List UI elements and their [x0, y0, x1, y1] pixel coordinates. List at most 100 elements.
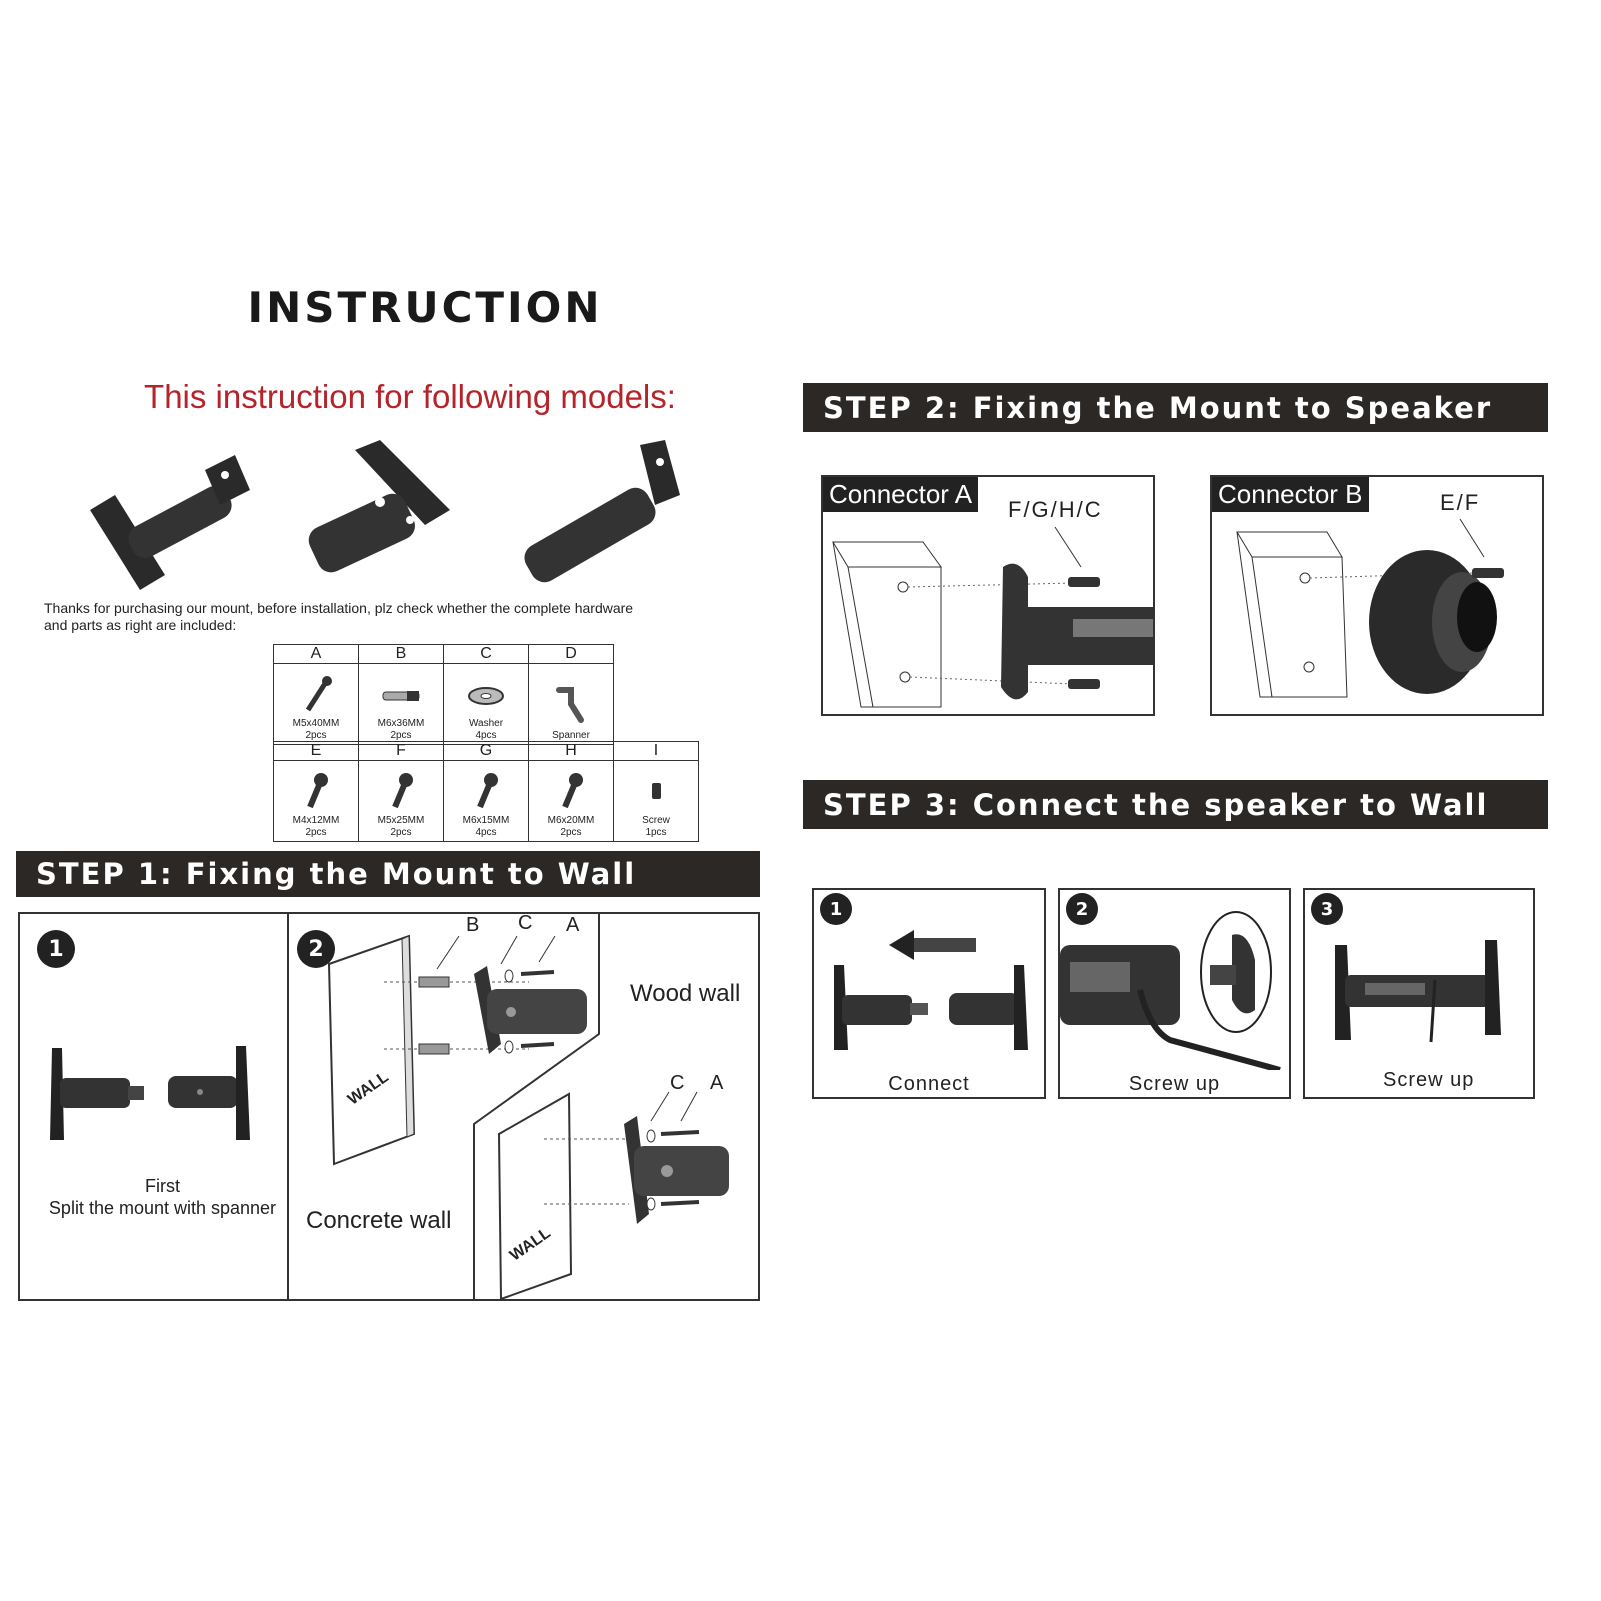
washer-icon: [504, 969, 514, 983]
hardware-qty: 1pcs: [645, 827, 667, 838]
screw-icon: [1472, 568, 1504, 578]
hardware-letter: A: [273, 644, 359, 664]
screw-icon: [652, 783, 661, 799]
hardware-cell: Spanner: [528, 663, 614, 745]
hardware-name: M6x15MM: [462, 815, 510, 826]
hardware-letter: C: [443, 644, 529, 664]
step3-caption: Connect: [888, 1073, 970, 1095]
screw-icon: [660, 1130, 700, 1136]
hardware-name: M6x36MM: [377, 718, 425, 729]
screw-icon: [392, 773, 413, 809]
anchor-icon: [418, 1043, 450, 1055]
step2-title: STEP 2: Fixing the Mount to Speaker: [823, 390, 1493, 425]
page-title: INSTRUCTION: [247, 283, 603, 332]
concrete-wall-label: Concrete wall: [306, 1207, 452, 1234]
spanner-icon: [556, 687, 584, 723]
mount-bracket-icon: [949, 965, 1028, 1050]
hardware-qty: 2pcs: [390, 730, 412, 741]
hardware-cell: Washer 4pcs: [443, 663, 529, 745]
connect-illustration: [834, 930, 1028, 1050]
mount-bracket-icon: [50, 1048, 144, 1140]
caption-line: Split the mount with spanner: [48, 1198, 277, 1218]
mount-bracket-icon: [834, 965, 928, 1050]
step3-header: STEP 3: Connect the speaker to Wall: [803, 780, 1548, 829]
step3-caption: Screw up: [1383, 1069, 1475, 1091]
caption-line: First: [145, 1176, 180, 1196]
washer-icon: [468, 687, 504, 705]
hardware-qty: 2pcs: [560, 827, 582, 838]
mount-bracket-icon: [168, 1046, 250, 1140]
connector-a-label: Connector A: [823, 477, 979, 512]
mount-bracket-icon: [524, 440, 680, 583]
connector-b-label: Connector B: [1212, 477, 1369, 512]
hardware-cell: M5x25MM 2pcs: [358, 760, 444, 842]
hardware-letter: B: [358, 644, 444, 664]
hardware-qty: 4pcs: [475, 730, 497, 741]
hardware-cell: M6x20MM 2pcs: [528, 760, 614, 842]
mount-bracket-icon: [624, 1116, 729, 1224]
hardware-name: M6x20MM: [547, 815, 595, 826]
anchor-icon: [418, 976, 450, 988]
connector-a-screws: F/G/H/C: [1008, 497, 1103, 522]
hardware-name: M5x40MM: [292, 718, 340, 729]
hardware-cell: M6x15MM 4pcs: [443, 760, 529, 842]
hardware-qty: 2pcs: [305, 730, 327, 741]
hardware-name: Spanner: [552, 730, 590, 741]
hardware-name: Screw: [642, 815, 670, 826]
hardware-cell: M4x12MM 2pcs: [273, 760, 359, 842]
step-number-badge: 1: [37, 930, 75, 968]
mount-bracket-icon: [308, 440, 450, 573]
hardware-qty: 2pcs: [305, 827, 327, 838]
divider: [287, 912, 289, 1301]
screw-icon: [477, 773, 498, 809]
wall-mount-diagram: [327, 914, 729, 1299]
step-number-badge: 2: [1066, 893, 1098, 925]
washer-icon: [504, 1040, 514, 1054]
connector-a-diagram: [832, 526, 1153, 708]
spanner-icon: [1137, 989, 1281, 1070]
washer-icon: [646, 1129, 656, 1143]
label-a: A: [566, 914, 580, 936]
hardware-letter: E: [273, 741, 359, 761]
hardware-name: Washer: [468, 718, 504, 729]
hardware-name: M5x25MM: [377, 815, 425, 826]
hardware-qty: 4pcs: [475, 827, 497, 838]
step-number-badge: 1: [820, 893, 852, 925]
wood-wall-label: Wood wall: [630, 980, 741, 1007]
screw-icon: [307, 773, 328, 809]
assembled-mount-illustration: [1335, 940, 1501, 1043]
mount-bracket-icon: [1001, 563, 1153, 700]
screw-icon: [520, 1042, 555, 1048]
mount-models-illustration: [90, 440, 680, 590]
screw-icon: [1068, 679, 1100, 689]
step2-header: STEP 2: Fixing the Mount to Speaker: [803, 383, 1548, 432]
screw-icon: [1068, 577, 1100, 587]
thanks-line-2: and parts as right are included:: [44, 617, 237, 633]
label-b: B: [466, 914, 480, 936]
hardware-cell: M6x36MM 2pcs: [358, 663, 444, 745]
hardware-cell: M5x40MM 2pcs: [273, 663, 359, 745]
split-mount-illustration: [50, 1046, 250, 1140]
mount-bracket-icon: [90, 455, 250, 590]
hardware-letter: D: [528, 644, 614, 664]
screw-up-illustration: [1060, 911, 1281, 1070]
mount-bracket-icon: [1369, 550, 1497, 694]
mount-bracket-icon: [1335, 940, 1501, 1043]
screw-icon: [562, 773, 583, 809]
hardware-name: M4x12MM: [292, 815, 340, 826]
hardware-cell: Screw 1pcs: [613, 760, 699, 842]
hardware-letter: H: [528, 741, 614, 761]
hardware-letter: I: [613, 741, 699, 761]
hardware-table-row2: E F G H I M4x12MM 2pcs M5x25MM 2pcs M6x1…: [273, 741, 699, 842]
thanks-note: Thanks for purchasing our mount, before …: [44, 600, 744, 634]
step3-title: STEP 3: Connect the speaker to Wall: [823, 787, 1489, 822]
step1-panel1-caption: First Split the mount with spanner: [20, 1175, 305, 1219]
thanks-line-1: Thanks for purchasing our mount, before …: [44, 600, 634, 616]
washer-icon: [646, 1197, 656, 1211]
hardware-letter: F: [358, 741, 444, 761]
screw-icon: [660, 1200, 700, 1206]
label-c: C: [670, 1072, 685, 1094]
step1-header: STEP 1: Fixing the Mount to Wall: [16, 851, 760, 897]
anchor-icon: [382, 691, 420, 701]
mount-bracket-icon: [474, 966, 587, 1054]
